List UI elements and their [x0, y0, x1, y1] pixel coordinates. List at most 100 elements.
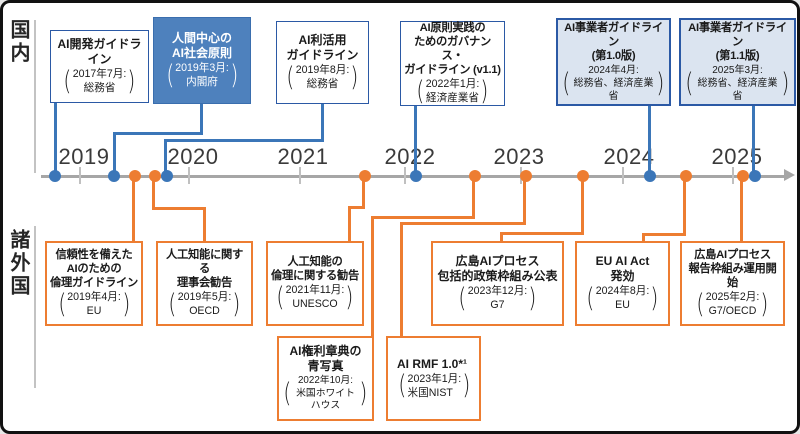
event-org: UNESCO — [292, 298, 338, 311]
timeline-dot-2023-01 — [520, 170, 532, 182]
event-org: 経済産業省 — [426, 92, 479, 105]
open-paren: ( — [586, 282, 595, 314]
open-paren: ( — [398, 370, 407, 402]
timeline-dot-2019-08 — [161, 170, 173, 182]
event-detail: ( 2019年3月:内閣府 ) — [165, 62, 240, 90]
timeline-dot-2021-11 — [359, 170, 371, 182]
event-detail: ( 2021年11月:UNESCO ) — [275, 284, 355, 312]
year-tick — [299, 167, 301, 184]
close-paren: ) — [122, 289, 131, 320]
close-paren: ) — [528, 282, 537, 314]
event-date: 2019年5月: — [177, 291, 232, 304]
close-paren: ) — [781, 67, 790, 99]
event-box-ai-rmf: AI RMF 1.0*¹ ( 2023年1月:米国NIST ) — [386, 336, 481, 421]
open-paren: ( — [276, 281, 285, 313]
domestic-divider-line — [34, 20, 36, 173]
event-date: 2024年8月: — [595, 285, 650, 298]
open-paren: ( — [165, 59, 174, 91]
timeline-dot-2025-03 — [749, 170, 761, 182]
year-tick — [404, 167, 406, 184]
event-detail: ( 2024年4月:総務省、経済産業省 ) — [561, 64, 666, 103]
event-detail: ( 2023年1月:米国NIST ) — [397, 370, 472, 402]
event-org: 総務省、経済産業省 — [697, 78, 778, 103]
close-paren: ) — [656, 67, 665, 99]
event-date: 2024年4月: — [588, 65, 639, 77]
event-detail: ( 2022年1月:経済産業省 ) — [415, 78, 490, 106]
close-paren: ) — [127, 65, 136, 97]
event-org: G7/OECD — [708, 305, 757, 318]
year-tick — [79, 167, 81, 184]
event-detail: ( 2022年10月:米国ホワイトハウス ) — [282, 375, 369, 413]
event-title: 広島AIプロセス 包括的政策枠組み公表 — [437, 254, 558, 284]
foreign-section-label: 諸外国 — [7, 229, 29, 298]
domestic-section-label: 国内 — [7, 19, 29, 65]
timeline-dot-2022-01 — [410, 170, 422, 182]
event-detail: ( 2023年12月:G7 ) — [457, 285, 538, 313]
close-paren: ) — [462, 370, 471, 402]
event-detail: ( 2019年8月:総務省 ) — [285, 64, 360, 92]
event-org: 総務省 — [306, 78, 339, 90]
foreign-divider-line — [34, 226, 36, 388]
event-box-eu-ethics-guidelines: 信頼性を備えた AIのための 倫理ガイドライン ( 2019年4月:EU ) — [45, 241, 143, 326]
event-org: EU — [86, 305, 102, 318]
event-title: AI原則実践の ためのガバナンス・ ガイドライン (v1.1) — [404, 22, 501, 77]
event-date: 2017年7月: — [72, 68, 127, 81]
year-label: 2019 — [58, 144, 110, 169]
event-box-ai-utilization-guidelines: AI利活用 ガイドライン ( 2019年8月:総務省 ) — [276, 21, 369, 104]
event-date: 2025年2月: — [705, 291, 760, 304]
year-label: 2021 — [277, 144, 329, 169]
event-org: 内閣府 — [186, 76, 218, 88]
event-title: 信頼性を備えた AIのための 倫理ガイドライン — [50, 249, 138, 290]
timeline-dot-2025-02 — [737, 170, 749, 182]
open-paren: ( — [286, 61, 295, 93]
event-title: AI事業者ガイドライン (第1.1版) — [688, 21, 787, 63]
event-org: 総務省、経済産業省 — [573, 78, 654, 103]
open-paren: ( — [562, 67, 571, 99]
timeline-dot-2024-08 — [680, 170, 692, 182]
open-paren: ( — [685, 67, 694, 99]
event-date: 2025年3月: — [712, 65, 763, 77]
open-paren: ( — [283, 377, 292, 409]
event-title: EU AI Act 発効 — [595, 254, 650, 284]
year-label: 2025 — [711, 144, 763, 169]
open-paren: ( — [458, 282, 467, 314]
event-box-governance-guidelines: AI原則実践の ためのガバナンス・ ガイドライン (v1.1) ( 2022年1… — [400, 21, 505, 106]
event-detail: ( 2017年7月:総務省 ) — [62, 68, 137, 96]
event-box-hiroshima-framework: 広島AIプロセス 包括的政策枠組み公表 ( 2023年12月:G7 ) — [431, 241, 564, 326]
timeline-dot-2019-03 — [108, 170, 120, 182]
event-title: 人間中心の AI社会原則 — [171, 31, 232, 61]
event-title: 人工知能に関する 理事会勧告 — [166, 249, 243, 290]
timeline-dot-2024-04 — [644, 170, 656, 182]
year-label: 2022 — [384, 144, 436, 169]
open-paren: ( — [63, 65, 72, 97]
year-tick — [732, 167, 734, 184]
timeline-dot-2022-10 — [469, 170, 481, 182]
timeline-dot-2017-07 — [49, 170, 61, 182]
year-tick — [622, 167, 624, 184]
event-box-ai-dev-guidelines: AI開発ガイドライン ( 2017年7月:総務省 ) — [50, 30, 149, 103]
close-paren: ) — [350, 61, 359, 93]
event-detail: ( 2024年8月:EU ) — [585, 285, 660, 313]
event-box-ai-business-guidelines-v10: AI事業者ガイドライン (第1.0版) ( 2024年4月:総務省、経済産業省 … — [556, 18, 671, 106]
event-box-eu-ai-act: EU AI Act 発効 ( 2024年8月:EU ) — [575, 241, 670, 326]
event-org: 米国ホワイトハウス — [296, 387, 355, 412]
open-paren: ( — [416, 76, 425, 108]
event-detail: ( 2025年3月:総務省、経済産業省 ) — [684, 64, 791, 103]
event-title: AI利活用 ガイドライン — [286, 33, 359, 63]
event-detail: ( 2025年2月:G7/OECD ) — [695, 291, 770, 319]
event-title: AI開発ガイドライン — [57, 37, 142, 67]
close-paren: ) — [359, 377, 368, 409]
event-org: OECD — [189, 305, 220, 318]
event-date: 2023年1月: — [407, 372, 462, 385]
event-title: AI権利章典の 青写真 — [289, 343, 362, 373]
event-date: 2019年3月: — [175, 62, 229, 75]
event-title: AI RMF 1.0*¹ — [397, 356, 468, 371]
open-paren: ( — [696, 289, 705, 320]
event-date: 2019年4月: — [67, 291, 121, 304]
close-paren: ) — [760, 289, 769, 320]
event-org: G7 — [490, 299, 505, 311]
event-date: 2022年10月: — [297, 374, 353, 386]
close-paren: ) — [345, 281, 354, 313]
event-box-unesco-recommendation: 人工知能の 倫理に関する勧告 ( 2021年11月:UNESCO ) — [266, 241, 364, 326]
event-title: 広島AIプロセス 報告枠組み運用開始 — [688, 249, 777, 290]
